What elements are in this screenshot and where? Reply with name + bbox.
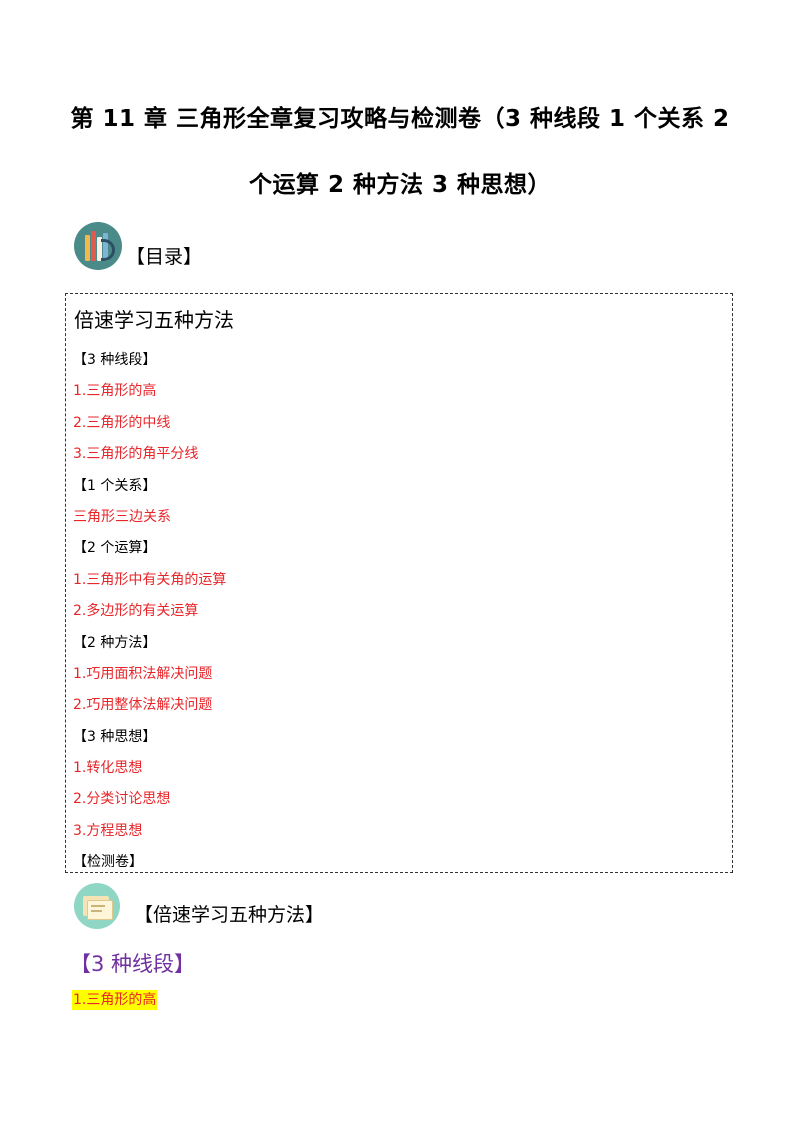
toc-link[interactable]: 1.巧用面积法解决问题 <box>73 665 213 682</box>
folder-icon <box>74 883 120 929</box>
toc-link[interactable]: 3.三角形的角平分线 <box>73 446 199 463</box>
section-heading: 【倍速学习五种方法】 <box>74 883 324 929</box>
document-title-line-1: 第 11 章 三角形全章复习攻略与检测卷（3 种线段 1 个关系 2 <box>70 106 730 132</box>
toc-category: 【2 个运算】 <box>73 540 157 557</box>
toc-category: 【1 个关系】 <box>73 477 157 494</box>
document-title-line-2: 个运算 2 种方法 3 种思想） <box>248 172 552 198</box>
toc-category: 【3 种线段】 <box>73 352 157 368</box>
toc-link[interactable]: 1.三角形中有关角的运算 <box>73 571 227 588</box>
toc-category: 【检测卷】 <box>73 854 143 871</box>
toc-category: 【2 种方法】 <box>73 634 157 651</box>
toc-link[interactable]: 3.方程思想 <box>73 822 143 839</box>
toc-list: 【3 种线段】 1.三角形的高 2.三角形的中线 3.三角形的角平分线【1 个关系】三… <box>73 350 713 884</box>
section-label: 【倍速学习五种方法】 <box>134 904 325 926</box>
toc-link[interactable]: 2.三角形的中线 <box>73 414 171 431</box>
highlighted-item: 1.三角形的高 <box>72 990 158 1010</box>
toc-heading: 【目录】 <box>74 222 202 270</box>
toc-link[interactable]: 2.多边形的有关运算 <box>73 603 199 620</box>
toc-box-title: 倍速学习五种方法 <box>74 308 234 332</box>
book-icon <box>74 222 122 270</box>
toc-box: 倍速学习五种方法 【3 种线段】 1.三角形的高 2.三角形的中线 3.三角形的角平分… <box>65 293 733 873</box>
subsection-heading: 【3 种线段】 <box>70 952 196 976</box>
toc-link[interactable]: 1.转化思想 <box>73 760 143 777</box>
toc-link[interactable]: 2.分类讨论思想 <box>73 791 171 808</box>
toc-category: 【3 种思想】 <box>73 728 157 745</box>
toc-link[interactable]: 1.三角形的高 <box>73 383 157 400</box>
toc-link[interactable]: 2.巧用整体法解决问题 <box>73 697 213 714</box>
toc-link[interactable]: 三角形三边关系 <box>73 508 171 525</box>
toc-label: 【目录】 <box>126 246 203 268</box>
